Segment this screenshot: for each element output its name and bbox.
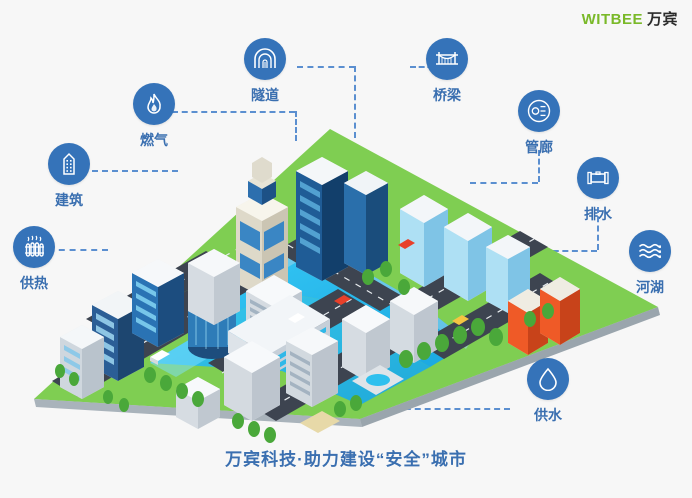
- brand-name-cn: 万宾: [646, 11, 678, 28]
- node-label: 供水: [534, 407, 562, 423]
- node-corridor[interactable]: 管廊: [503, 90, 575, 157]
- node-tunnel[interactable]: 隧道: [229, 38, 301, 105]
- node-drainage[interactable]: 排水: [562, 157, 634, 224]
- building-icon: [48, 143, 90, 185]
- connector-drainage: [597, 207, 599, 250]
- node-label: 管廊: [525, 139, 553, 155]
- bridge-icon: [426, 38, 468, 80]
- water-drop-icon: [527, 358, 569, 400]
- node-label: 桥梁: [433, 87, 461, 103]
- tunnel-icon: [244, 38, 286, 80]
- connector-heating: [48, 249, 108, 251]
- node-heating[interactable]: 供热: [0, 226, 70, 293]
- vehicles: [150, 239, 469, 365]
- plaza: [300, 365, 404, 433]
- trees: [55, 261, 554, 443]
- connector-corridor-left: [470, 182, 538, 184]
- connector-gas: [172, 111, 295, 113]
- connector-tunnel-down: [354, 66, 356, 138]
- flame-icon: [133, 83, 175, 125]
- page-caption: 万宾科技·助力建设“安全”城市: [225, 450, 467, 469]
- buildings-left: [60, 259, 236, 399]
- node-label: 河湖: [636, 279, 664, 295]
- node-label: 排水: [584, 206, 612, 222]
- connector-water: [385, 408, 510, 410]
- connector-building: [92, 170, 178, 172]
- node-water[interactable]: 供水: [512, 358, 584, 425]
- brand-logo: WITBEE 万宾: [582, 8, 678, 29]
- node-label: 供热: [20, 275, 48, 291]
- buildings-foreground: [176, 287, 438, 429]
- node-bridge[interactable]: 桥梁: [411, 38, 483, 105]
- node-label: 建筑: [55, 192, 83, 208]
- brand-name-en: WITBEE: [581, 11, 643, 28]
- pipe-gallery-icon: [518, 90, 560, 132]
- connector-bridge: [410, 66, 442, 68]
- node-building[interactable]: 建筑: [33, 143, 105, 210]
- node-river[interactable]: 河湖: [614, 230, 686, 297]
- waves-icon: [629, 230, 671, 272]
- connector-gas-down: [295, 111, 297, 141]
- drain-pipe-icon: [577, 157, 619, 199]
- node-label: 燃气: [140, 132, 168, 148]
- connector-tunnel: [297, 66, 355, 68]
- connector-corridor: [538, 150, 540, 182]
- node-gas[interactable]: 燃气: [118, 83, 190, 150]
- radiator-icon: [13, 226, 55, 268]
- node-label: 隧道: [251, 87, 279, 103]
- city-illustration: [34, 129, 660, 443]
